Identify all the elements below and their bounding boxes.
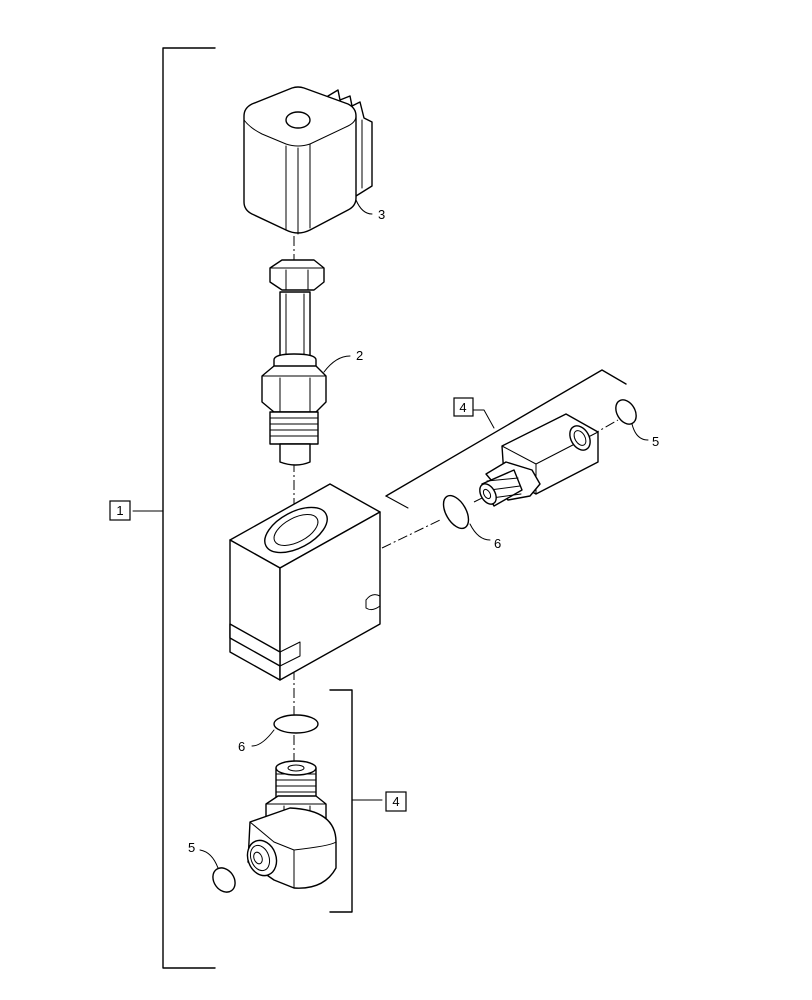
solenoid-coil: 3	[243, 86, 385, 235]
callout-4-bottom: 4	[392, 794, 399, 809]
callout-5-right: 5	[652, 434, 659, 449]
callout-2: 2	[356, 348, 363, 363]
callout-5-bottom: 5	[188, 840, 195, 855]
right-fitting-group: 4 6 5	[381, 369, 659, 551]
callout-6-bottom: 6	[238, 739, 245, 754]
bottom-fitting-group: 4 6 5	[188, 689, 407, 913]
callout-4-right: 4	[459, 400, 466, 415]
valve-block	[229, 483, 381, 681]
solenoid-stem: 2	[261, 259, 363, 466]
callout-3: 3	[378, 207, 385, 222]
callout-1: 1	[116, 503, 123, 518]
callout-6-right: 6	[494, 536, 501, 551]
assembly-bracket: 1	[109, 47, 216, 969]
